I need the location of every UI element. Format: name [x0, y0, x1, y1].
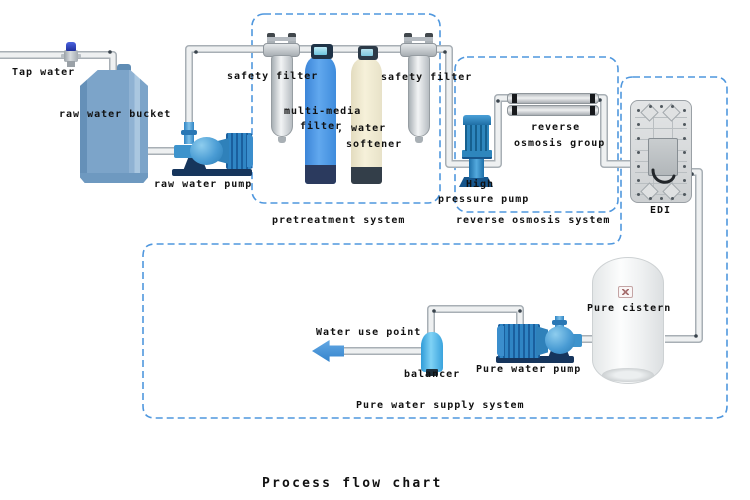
- water-softener-valve: [358, 46, 378, 60]
- label-softener-1: , water: [337, 123, 387, 134]
- pure-water-pump-head: [545, 326, 575, 354]
- ro-membrane-tube-2: [507, 105, 599, 116]
- high-pressure-pump-flange: [462, 150, 492, 159]
- label-raw-water-bucket: raw water bucket: [59, 109, 172, 120]
- label-safety-filter-right: safety filter: [381, 72, 473, 83]
- label-safety-filter-left: safety filter: [227, 71, 319, 82]
- raw-water-pump-motor-cap: [247, 135, 253, 167]
- raw-water-bucket: [80, 70, 148, 183]
- reverse-osmosis-system-box: [454, 56, 619, 213]
- ro-membrane-clamp: [512, 106, 517, 115]
- raw-water-pump-inlet-flange: [181, 130, 197, 135]
- label-multi-media-1: multi-media: [284, 106, 362, 117]
- label-multi-media-2: filter: [300, 121, 343, 132]
- tap-valve-stem: [67, 61, 75, 67]
- ro-membrane-clamp: [512, 94, 517, 103]
- label-raw-water-pump: raw water pump: [154, 179, 253, 190]
- pure-water-pump-top-flange: [552, 320, 567, 325]
- pure-water-pump-base: [496, 356, 574, 363]
- raw-water-bucket-neck: [117, 64, 131, 73]
- water-softener-valve-screen: [361, 49, 373, 56]
- safety-filter1-drain: [278, 137, 286, 143]
- label-pretreatment-system: pretreatment system: [272, 215, 406, 226]
- water-softener-tank: [351, 58, 382, 184]
- label-high-pressure-2: pressure pump: [438, 194, 530, 205]
- label-ro-system: reverse osmosis system: [456, 215, 611, 226]
- pure-water-pump-motor: [498, 324, 540, 358]
- pure-cistern: [592, 257, 664, 384]
- edi-and-pure-water-supply-box: [142, 76, 728, 419]
- label-pure-supply-system: Pure water supply system: [356, 400, 525, 411]
- label-softener-2: softener: [346, 139, 403, 150]
- label-ro-group-2: osmosis group: [514, 138, 606, 149]
- multi-media-filter-base: [305, 165, 336, 184]
- pure-water-pump-coupling: [536, 326, 548, 356]
- raw-water-pump-suction-port: [174, 145, 194, 158]
- pipe-joint-dots: [108, 50, 698, 338]
- safety-filter2-housing: [408, 55, 430, 137]
- ro-membrane-clamp: [590, 106, 595, 115]
- ro-membrane-tube-1: [507, 93, 599, 104]
- high-pressure-pump-base: [459, 177, 493, 187]
- water-softener-base: [351, 167, 382, 184]
- ro-membrane-clamp: [590, 94, 595, 103]
- tap-valve-body: [64, 50, 78, 62]
- label-balancer: balancer: [404, 369, 461, 380]
- diagram-title: Process flow chart: [262, 476, 443, 491]
- edi-hose: [651, 168, 676, 184]
- pure-water-pump-motor-cap: [497, 326, 504, 356]
- balancer-cap: [426, 369, 438, 376]
- safety-filter1-housing: [271, 55, 293, 137]
- label-pure-cistern: Pure cistern: [587, 303, 672, 314]
- pure-cistern-bottom-dome: [602, 368, 654, 382]
- high-pressure-pump-body: [465, 124, 489, 151]
- raw-water-pump-base: [172, 169, 252, 176]
- multi-media-filter-tank: [305, 56, 336, 184]
- edi-bolts: [637, 109, 640, 112]
- raw-water-pump-head: [190, 137, 223, 165]
- high-pressure-pump-cap: [463, 115, 491, 125]
- high-pressure-pump-column: [469, 157, 484, 178]
- balancer-tank: [421, 332, 443, 372]
- gauge-needle: [622, 289, 629, 295]
- pretreatment-system-box: [251, 13, 441, 204]
- multi-media-filter-valve: [311, 44, 333, 59]
- tap-valve-handle: [66, 42, 76, 51]
- safety-filter1-bar: [267, 37, 296, 41]
- label-high-pressure-1: High: [466, 179, 495, 190]
- safety-filter2-drain: [415, 137, 423, 143]
- label-ro-group-1: reverse: [531, 122, 581, 133]
- raw-water-bucket-shadow: [80, 173, 148, 183]
- label-pure-water-pump: Pure water pump: [476, 364, 582, 375]
- label-edi: EDI: [650, 205, 672, 216]
- multi-media-valve-screen: [314, 47, 327, 55]
- gauge-icon: [618, 286, 633, 298]
- label-tap-water: Tap water: [12, 67, 76, 78]
- safety-filter2-bar: [404, 37, 433, 41]
- edi-module: [630, 100, 692, 203]
- label-water-use-point: Water use point: [316, 327, 422, 338]
